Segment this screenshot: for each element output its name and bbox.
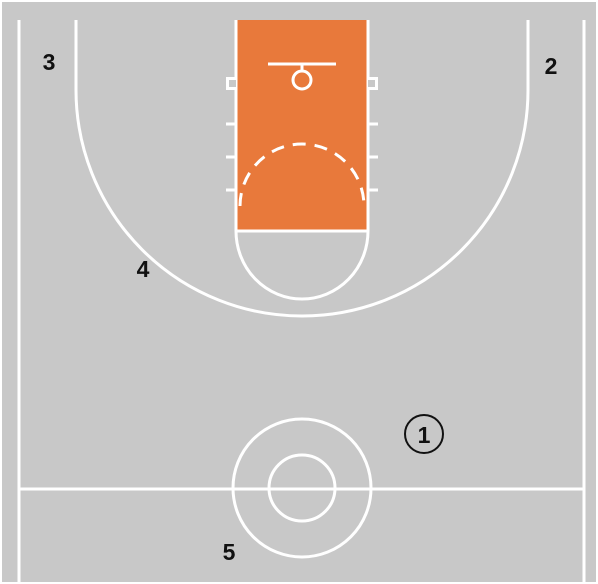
restricted-area-arc xyxy=(238,142,366,207)
paint-area xyxy=(237,20,367,231)
three-point-line xyxy=(74,20,530,318)
player-1-label: 1 xyxy=(418,422,431,448)
player-5-label: 5 xyxy=(223,539,236,565)
player-4-label: 4 xyxy=(137,256,150,282)
player-3-label: 3 xyxy=(43,49,56,75)
lane-block-left-inner xyxy=(229,80,236,87)
player-1-circle xyxy=(404,414,444,454)
lane-block-right-inner xyxy=(368,80,375,87)
center-circle-inner xyxy=(267,453,337,523)
free-throw-circle xyxy=(234,230,370,301)
center-circle-outer xyxy=(231,417,373,559)
player-2-label: 2 xyxy=(545,53,558,79)
rim xyxy=(291,69,313,91)
